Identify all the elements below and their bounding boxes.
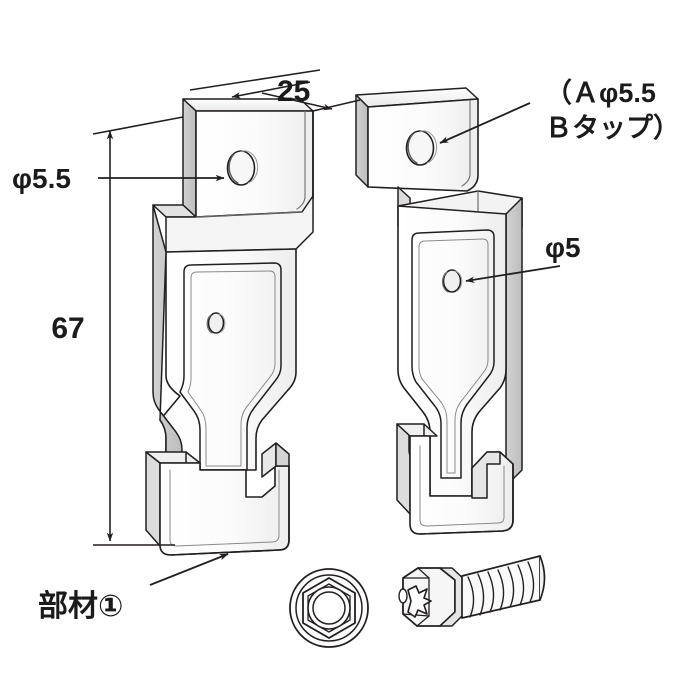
bolt-shank-circle bbox=[312, 591, 346, 625]
hex-bolt-side-view bbox=[398, 555, 546, 627]
hex-bolt-head-view bbox=[289, 568, 369, 648]
dimension-67-label: 67 bbox=[51, 312, 84, 345]
leader-line-phi5 bbox=[465, 265, 561, 283]
bolt-phillips-recess bbox=[407, 585, 432, 618]
hook-outer-rim bbox=[170, 465, 290, 556]
body-left-edge bbox=[152, 204, 183, 471]
rear-hook-outer-rim bbox=[419, 463, 514, 535]
bolt-head-flange bbox=[439, 567, 467, 627]
note-ab-line1: （Ａφ5.5 bbox=[545, 78, 656, 108]
hook-left-wall bbox=[145, 451, 161, 547]
hole-phi5-front bbox=[206, 312, 226, 334]
hole-phi5-5-front bbox=[226, 150, 259, 186]
dim-arrow-25-left bbox=[231, 81, 311, 99]
dim-arrow-25-right bbox=[261, 92, 333, 111]
dimension-25-label: 25 bbox=[277, 75, 310, 108]
label-phi5: φ5 bbox=[545, 232, 581, 263]
leader-phi5 bbox=[465, 265, 561, 283]
bolt-recess-edge bbox=[398, 588, 408, 604]
leader-part-label bbox=[149, 553, 229, 586]
ext-line-25-right bbox=[312, 99, 361, 112]
bolt-head-facet-1 bbox=[416, 567, 430, 627]
body-embossed-panel bbox=[179, 262, 282, 471]
leader-note-ab bbox=[439, 102, 531, 144]
dimension-25 bbox=[189, 69, 361, 112]
hole-phi5-5-rear bbox=[405, 130, 438, 166]
bracket-front-view bbox=[145, 98, 314, 556]
flange-left-edge bbox=[182, 98, 197, 218]
ext-line-25-left bbox=[189, 69, 321, 91]
rear-body-embossed-panel bbox=[411, 229, 495, 479]
rear-hook-right-lip bbox=[471, 451, 501, 499]
shelf-crease bbox=[195, 211, 303, 218]
rear-flange-left-edge bbox=[355, 94, 369, 188]
rear-hook-left-lip-top bbox=[396, 423, 438, 437]
bolt-thread-lines bbox=[467, 561, 535, 618]
body-front-plate bbox=[159, 248, 297, 471]
bolt-tip-cap bbox=[539, 555, 546, 601]
note-ab-line2: Ｂタップ） bbox=[545, 113, 680, 143]
leader-line-part-label bbox=[149, 553, 229, 586]
rear-right-edge bbox=[505, 197, 523, 487]
hole-phi5-rear bbox=[441, 269, 463, 293]
leader-line-note-ab bbox=[439, 102, 531, 144]
flange-corner-highlight bbox=[296, 110, 306, 210]
hook-inner-contour bbox=[169, 469, 280, 547]
label-part-1: 部材① bbox=[38, 589, 123, 623]
label-phi5-5: φ5.5 bbox=[12, 163, 71, 194]
rear-flange-corner-highlight bbox=[461, 100, 471, 187]
rear-hook-left-wall bbox=[396, 423, 411, 515]
rear-hook-inner-contour bbox=[419, 445, 505, 527]
dimension-67 bbox=[92, 116, 184, 546]
